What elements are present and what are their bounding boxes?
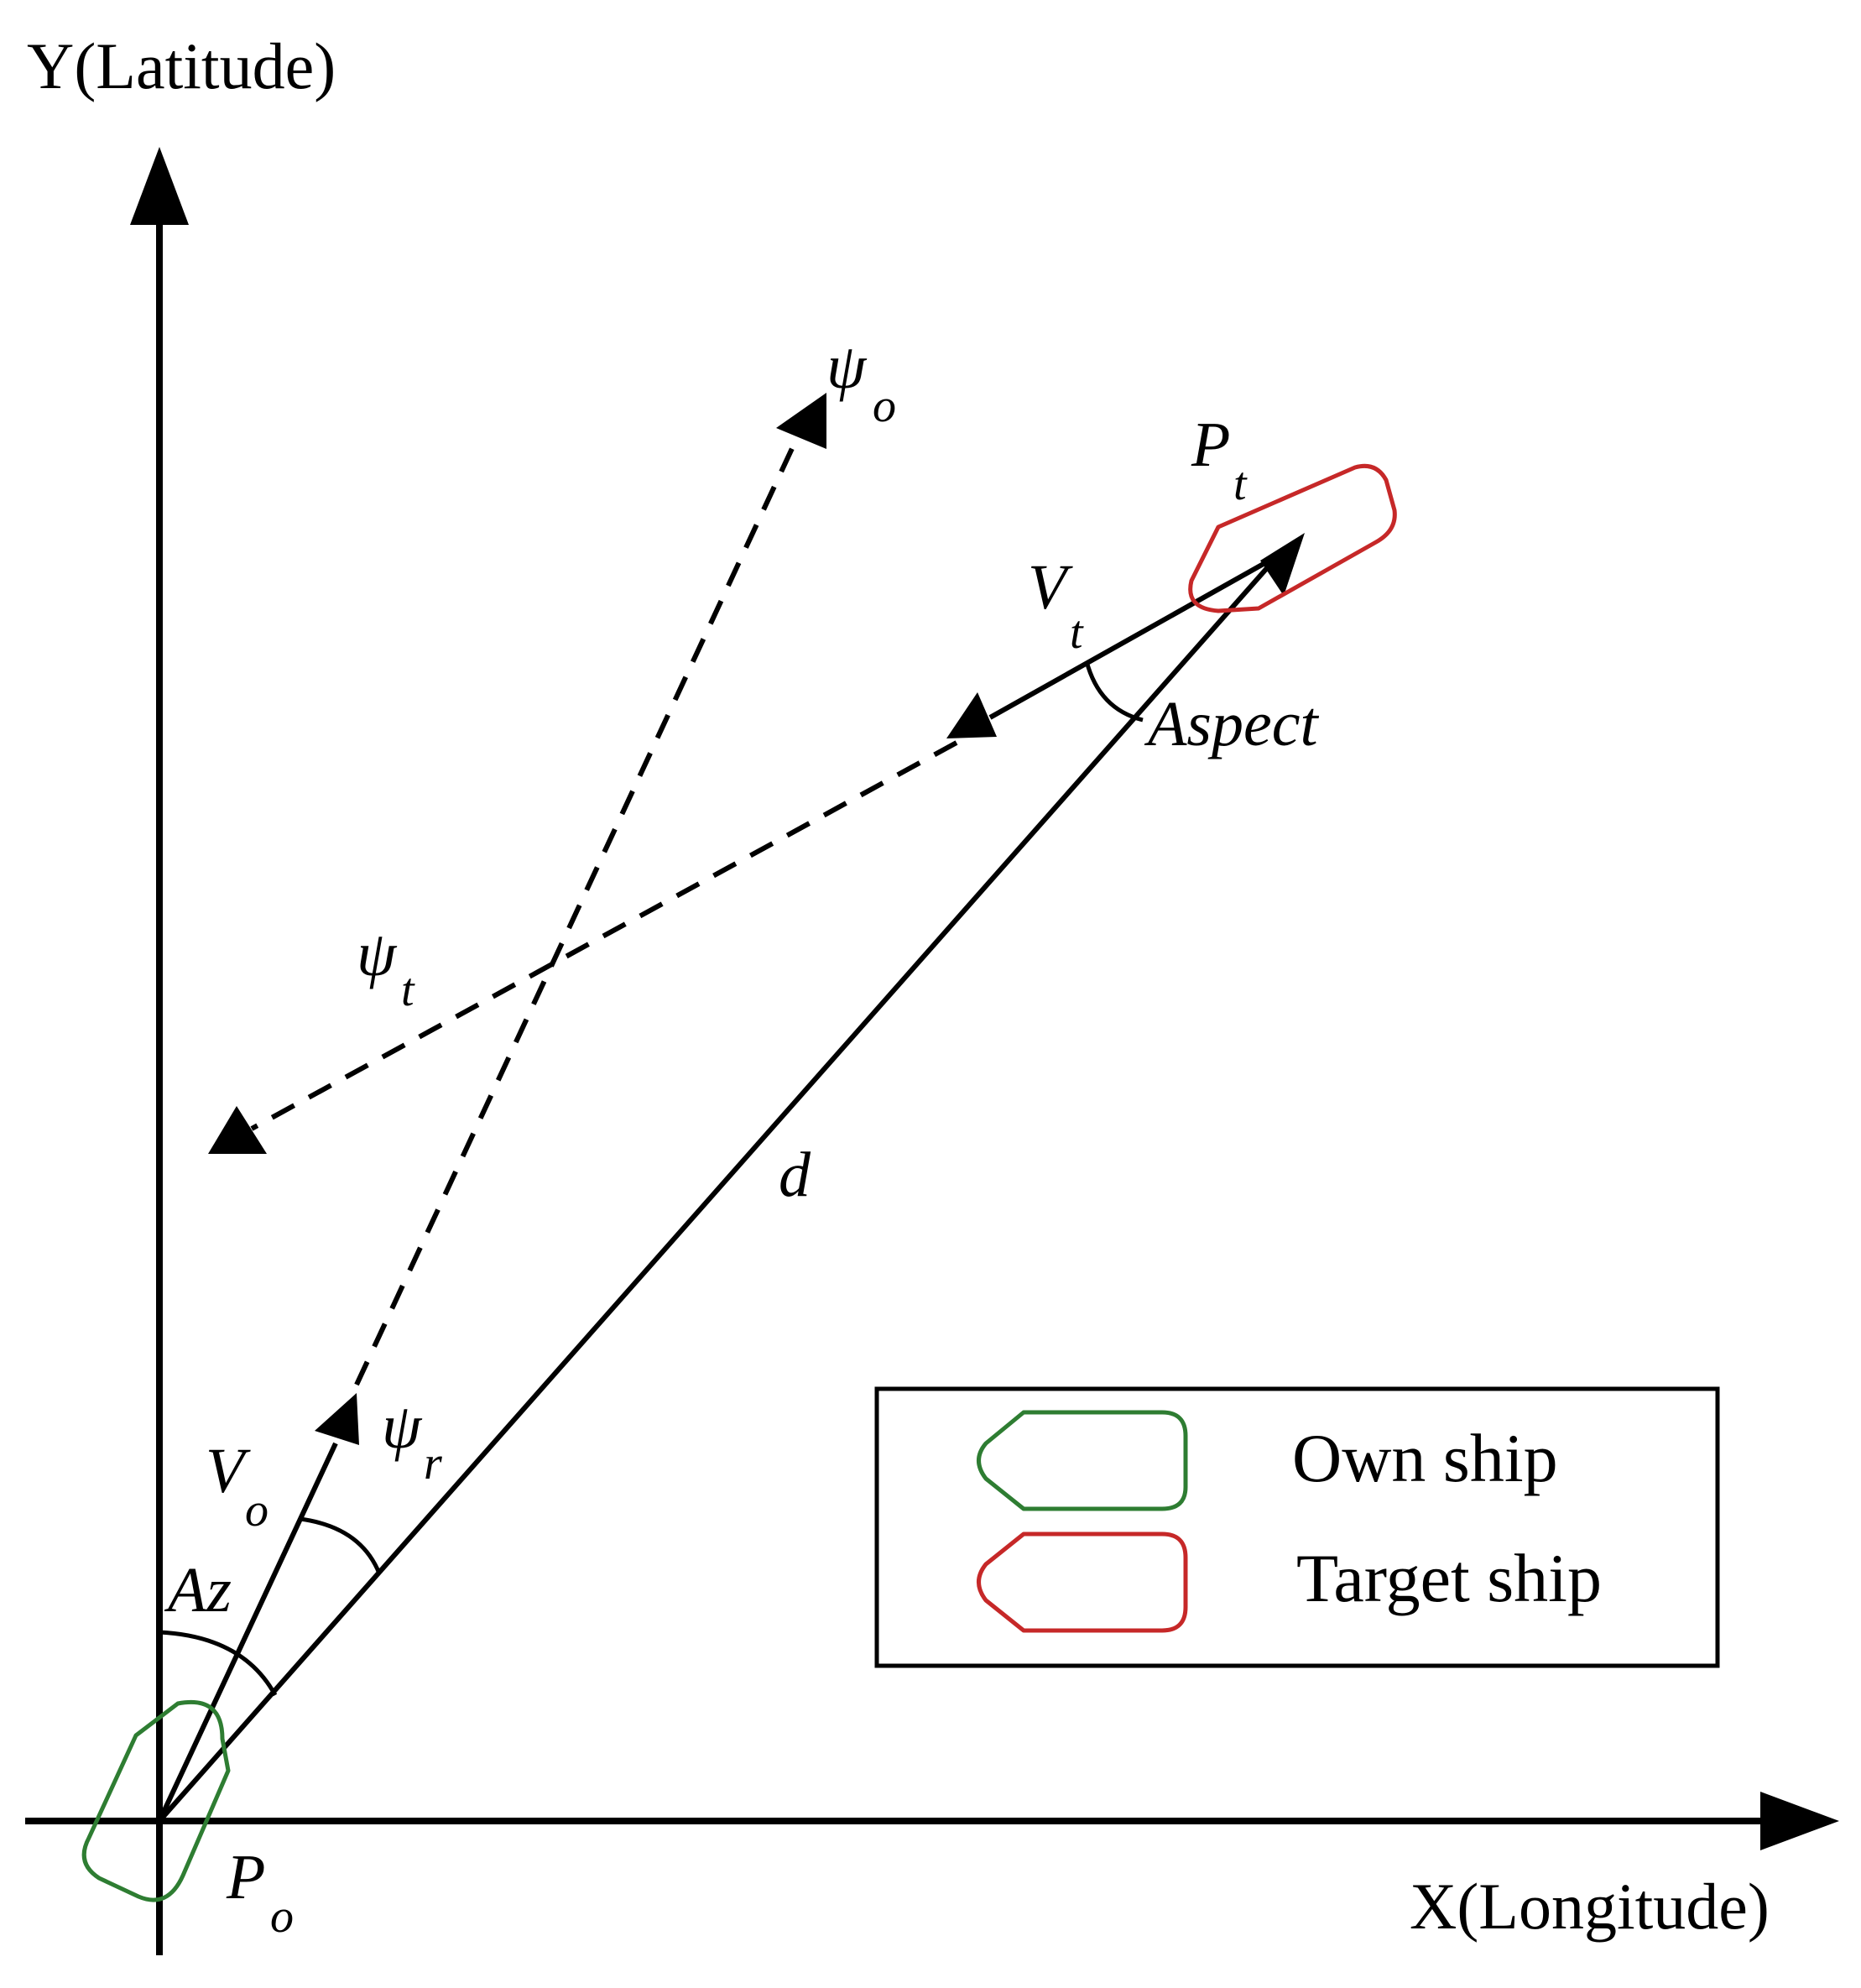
legend-target-ship-icon <box>977 1531 1188 1633</box>
svg-text:P: P <box>1191 410 1230 480</box>
svg-text:o: o <box>245 1484 268 1537</box>
axes <box>25 147 1839 1955</box>
d-arrowhead <box>1260 533 1305 596</box>
own-heading-dashed-line <box>354 418 808 1386</box>
psi-o-arrowhead <box>776 393 826 449</box>
svg-text:ψ: ψ <box>382 1391 423 1462</box>
svg-text:V: V <box>1028 552 1073 623</box>
aspect-angle-arc <box>1084 660 1144 723</box>
label-psi-t: ψ t <box>357 919 415 1016</box>
legend-own-ship-label: Own ship <box>1292 1420 1558 1496</box>
svg-text:P: P <box>226 1842 265 1912</box>
label-v-o: V o <box>206 1436 268 1537</box>
label-aspect: Aspect <box>1144 689 1319 759</box>
legend-target-ship-label: Target ship <box>1296 1540 1602 1616</box>
legend-own-ship-icon <box>977 1410 1188 1511</box>
heading-lines <box>250 418 958 1386</box>
y-axis-label: Y(Latitude) <box>27 29 336 102</box>
label-psi-o: ψ o <box>826 331 896 432</box>
x-axis-arrowhead <box>1760 1792 1839 1850</box>
svg-text:t: t <box>401 964 415 1016</box>
svg-text:o: o <box>873 380 896 432</box>
psi-t-arrowhead <box>208 1106 267 1154</box>
label-p-t: P t <box>1191 410 1248 510</box>
svg-text:o: o <box>270 1891 294 1943</box>
svg-text:ψ: ψ <box>357 919 398 989</box>
vectors <box>157 543 1298 1823</box>
angle-arcs <box>159 660 1144 1697</box>
own-velocity-vector <box>157 1442 338 1823</box>
v-t-arrowhead <box>946 692 997 738</box>
target-ship-hull-icon <box>1188 463 1397 613</box>
svg-text:V: V <box>206 1436 251 1506</box>
own-ship-hull-icon <box>81 1699 231 1902</box>
arrowheads <box>208 393 1305 1445</box>
legend: Own ship Target ship <box>874 1386 1720 1668</box>
y-axis-arrowhead <box>130 147 189 225</box>
distance-line-d <box>157 552 1282 1823</box>
svg-text:t: t <box>1233 458 1248 510</box>
label-v-t: V t <box>1028 552 1084 659</box>
legend-box <box>874 1386 1720 1668</box>
target-velocity-vector <box>988 543 1298 720</box>
v-o-arrowhead <box>315 1393 359 1445</box>
az-angle-arc <box>159 1630 278 1697</box>
label-psi-r: ψ r <box>382 1391 442 1490</box>
psi-r-angle-arc <box>300 1516 382 1574</box>
target-heading-dashed-line <box>250 740 958 1131</box>
label-p-o: P o <box>226 1842 294 1943</box>
x-axis-label: X(Longitude) <box>1410 1870 1770 1943</box>
label-az: Az <box>164 1555 232 1625</box>
svg-text:r: r <box>424 1438 442 1490</box>
svg-text:ψ: ψ <box>826 331 868 402</box>
svg-text:t: t <box>1070 607 1084 659</box>
label-d: d <box>779 1140 811 1210</box>
